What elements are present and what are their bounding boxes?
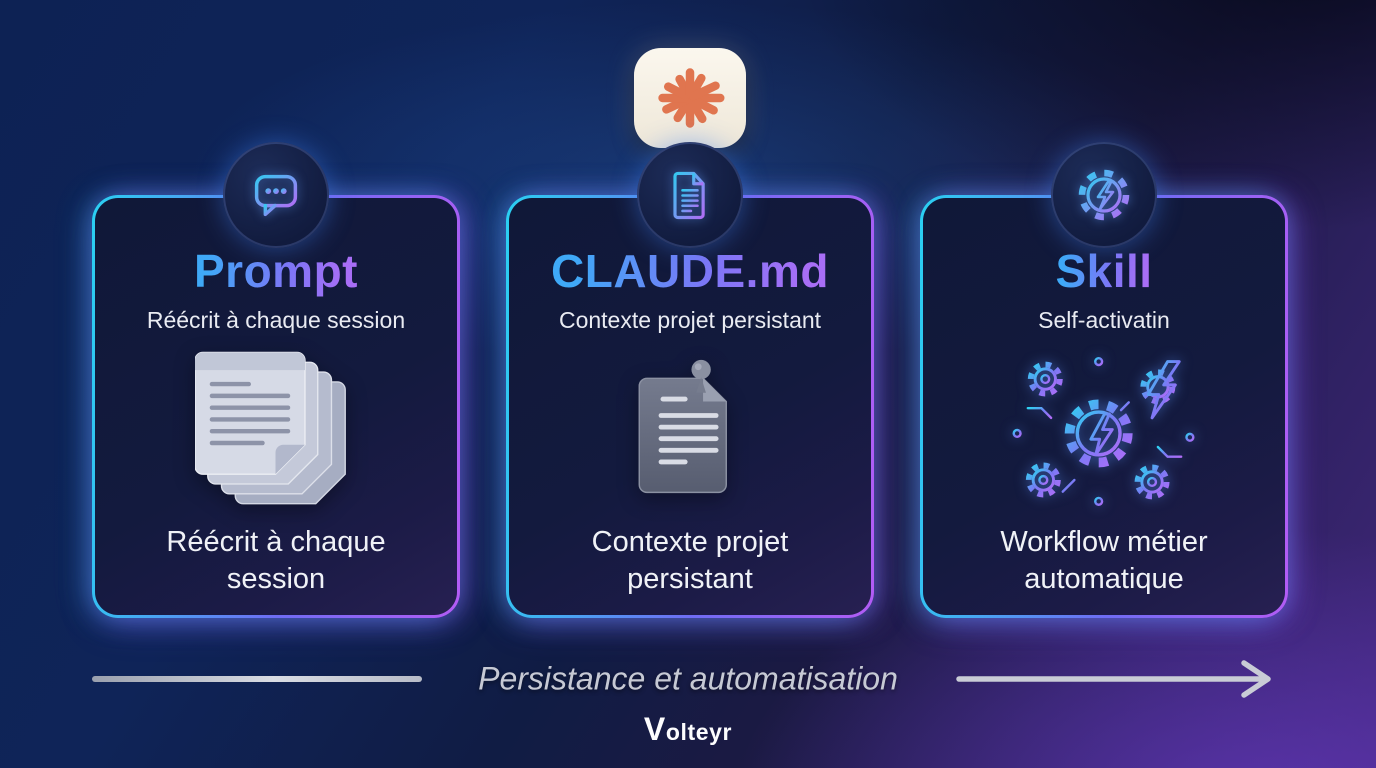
- card-subtitle: Self-activatin: [1038, 307, 1170, 333]
- document-icon: [637, 142, 743, 248]
- flow-axis-label: Persistance et automatisation: [478, 660, 898, 697]
- flow-arrow-right-icon: [956, 657, 1290, 706]
- flow-arrow-left-line: [92, 676, 422, 682]
- gear-lightning-icon: [1051, 142, 1157, 248]
- cards-row: Prompt Réécrit à chaque session: [92, 48, 1288, 618]
- card-subtitle: Contexte projet persistant: [558, 307, 822, 333]
- automation-gears-icon: [1004, 346, 1204, 514]
- card-caption: Contexte projet persistant: [591, 526, 789, 595]
- card-skill: Skill Self-activatin: [920, 142, 1288, 618]
- card-prompt: Prompt Réécrit à chaque session: [92, 142, 460, 618]
- card-title: Skill: [1055, 245, 1153, 297]
- claude-logo-icon: [634, 48, 746, 148]
- card-prompt-body: Prompt Réécrit à chaque session: [95, 198, 457, 615]
- card-claude-md-body: CLAUDE.md Contexte projet persistant: [509, 198, 871, 615]
- card-subtitle: Réécrit à chaque session: [146, 307, 406, 333]
- chat-bubble-icon: [223, 142, 329, 248]
- card-title: CLAUDE.md: [551, 245, 829, 297]
- stacked-pages-icon: [195, 346, 357, 514]
- brand-logo: Volteyr: [643, 711, 733, 747]
- card-caption: Réécrit à chaque session: [166, 526, 386, 595]
- pinned-document-icon: [618, 346, 763, 514]
- card-title: Prompt: [194, 245, 358, 297]
- card-caption: Workflow métier automatique: [1000, 526, 1208, 595]
- card-skill-body: Skill Self-activatin: [923, 198, 1285, 615]
- card-claude-md: CLAUDE.md Contexte projet persistant: [506, 48, 874, 618]
